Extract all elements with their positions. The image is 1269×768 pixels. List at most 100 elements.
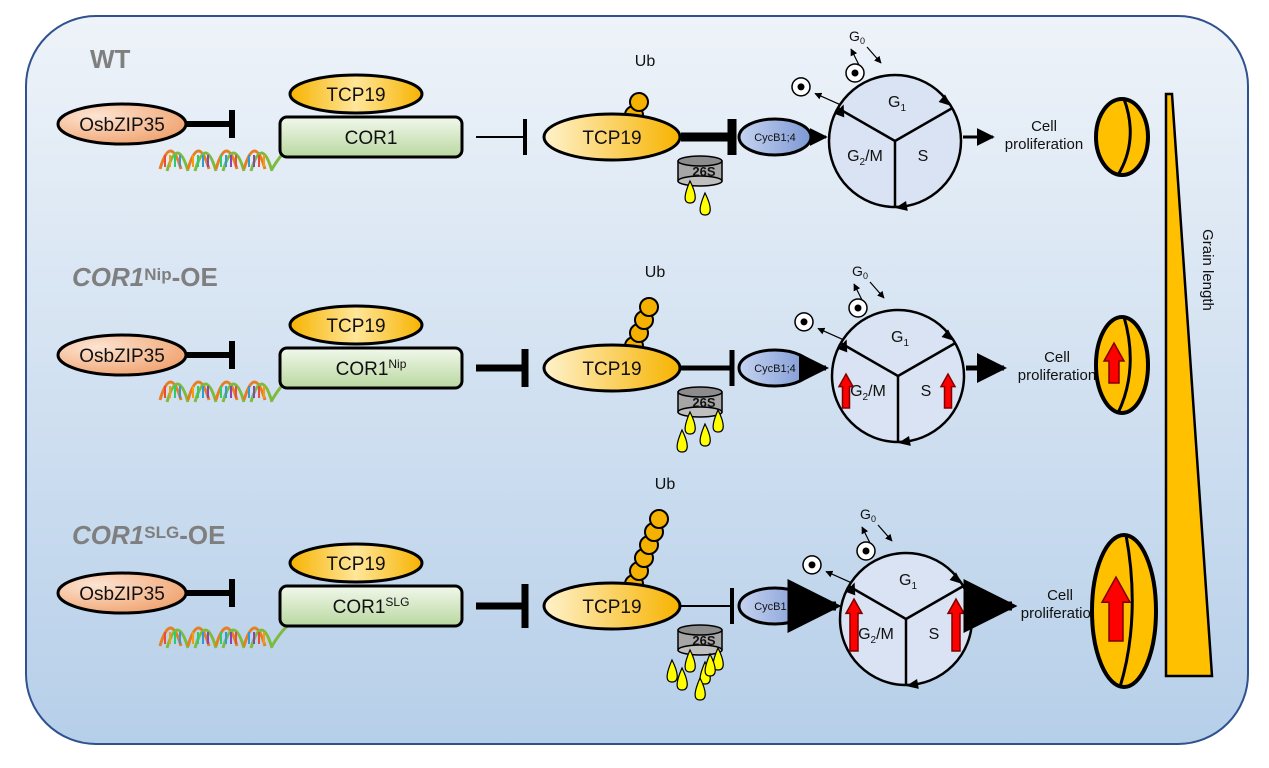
cor1-label: COR1SLG [333,595,410,618]
rice-grain-body [1094,97,1150,177]
from-g0-arrow [877,524,893,542]
peptide-fragment [694,676,706,701]
rice-grain-groove [1116,98,1132,176]
row-title-main: WT [90,44,131,74]
proteasome-label: 26S [692,164,715,179]
cor1-inhibits-tcp19 [476,584,529,628]
osbzip35-inhibition [186,579,235,607]
cor1-label-main: COR1 [333,597,386,618]
phase-g2m-label: G2/M [850,383,886,403]
tcp19-inhibits-cycb14 [681,350,735,386]
row-title: COR1Nip-OE [72,262,218,292]
ubiquitin-bead [639,297,659,317]
phase-g1-label: G1 [891,329,909,349]
phase-g1-letter: G [899,572,911,589]
phase-g0-letter: G [852,263,863,279]
phase-g0-letter: G [849,28,860,44]
cycle-direction-arrowhead [837,339,848,353]
phase-g1-letter: G [891,329,903,346]
cell-proliferation-line1: Cell [1047,587,1073,604]
tcp19-bound-label: TCP19 [326,554,385,575]
exited-cell-nucleus [797,83,805,91]
osbzip35-inhibition [186,341,235,369]
phase-s-label: S [921,383,932,400]
cycle-direction-arrowhead [845,582,856,596]
phase-g0-subscript: 0 [871,514,876,524]
cell-proliferation-line2: proliferation [1005,136,1083,153]
phase-g2m-letter: G [847,148,859,165]
s-upregulation-arrow [946,597,966,652]
tcp19-target-label: TCP19 [582,128,641,149]
peptide-fragment [699,422,711,447]
cor1-label-main: COR1 [336,359,389,380]
pathway-row-1: WTOsbZIP35TCP19COR1UbTCP1926SCycB1;4G1G2… [56,28,1150,216]
phase-g1-subscript: 1 [903,338,909,349]
grain-enlargement-arrow [1102,341,1126,384]
peptide-fragment [704,652,716,677]
osbzip35-inhibition [186,110,235,138]
cell-cycle-divider [847,584,907,621]
quiescent-cell-nucleus [862,547,870,555]
tcp19-bound-label: TCP19 [326,316,385,337]
dna-strand [221,151,246,172]
cell-exit-arrow [825,570,852,584]
dna-strand [165,151,190,172]
dna-strand [193,382,218,403]
g2m-upregulation-arrow [837,372,855,409]
proteasome-26s-icon: 26S [677,624,723,656]
ubiquitin-bead [649,509,669,529]
phase-s-label: S [918,148,929,165]
cell-proliferation-line2: proliferation [1021,605,1099,622]
cor1-box [278,584,464,628]
cycle-direction-arrowhead [941,329,955,341]
cor1-label: COR1Nip [336,357,407,380]
dna-strand [249,382,274,403]
rice-grain-icon [1094,315,1150,415]
row-title-suffix: -OE [172,262,218,292]
pathway-row-3: COR1SLG-OEOsbZIP35TCP19COR1SLGUbTCP1926S… [56,476,1158,701]
cell-exit-arrow [817,327,844,341]
cell-cycle-divider [839,341,899,378]
rice-grain-icon [1094,97,1150,177]
phase-g0-letter: G [860,506,871,522]
exited-cell-nucleus [800,318,808,326]
proteasome-top [677,624,723,636]
cell-proliferation-line1: Cell [1031,118,1057,135]
rice-grain-groove [1116,316,1132,414]
pathway-row-2: COR1Nip-OEOsbZIP35TCP19COR1NipUbTCP1926S… [56,262,1150,453]
cycb14-label: CycB1;4 [754,601,796,613]
tcp19-bound-label: TCP19 [326,85,385,106]
cycle-direction-arrowhead [898,436,911,446]
rice-grain-body [1094,315,1150,415]
tcp19-bound-ellipse [288,542,424,584]
cell-cycle-divider [897,341,957,378]
grain-length-triangle [1164,92,1214,678]
peptide-fragment [684,179,696,204]
from-g0-arrow [866,46,882,64]
row-title-superscript: Nip [144,265,171,284]
phase-g2m-subscript: 2 [871,635,877,646]
grain-enlargement-arrow [1100,575,1132,642]
row-title-main: COR1 [72,520,144,550]
cor1-label-superscript: Nip [388,357,406,371]
phase-g2m-label: G2/M [847,148,883,168]
proteasome-26s-icon: 26S [677,155,723,187]
s-upregulation-arrow [939,372,957,409]
cycb14-label: CycB1;4 [754,363,796,375]
tcp19-inhibits-cycb14 [681,119,737,155]
phase-g2m-letter: G [858,626,870,643]
proteasome-top [677,386,723,398]
cor1-box [278,115,464,159]
cycle-direction-arrowhead [906,679,919,689]
exited-cell-nucleus [808,561,816,569]
tcp19-inhibits-cycb14 [681,588,734,624]
dna-strand [165,628,190,649]
phase-g2m-suffix: /M [865,148,883,165]
phase-g2m-suffix: /M [868,383,886,400]
grain-length-label: Grain length [1199,229,1216,311]
tcp19-target-ellipse [542,581,682,631]
from-g0-arrow [869,281,885,299]
phase-g1-letter: G [888,94,900,111]
